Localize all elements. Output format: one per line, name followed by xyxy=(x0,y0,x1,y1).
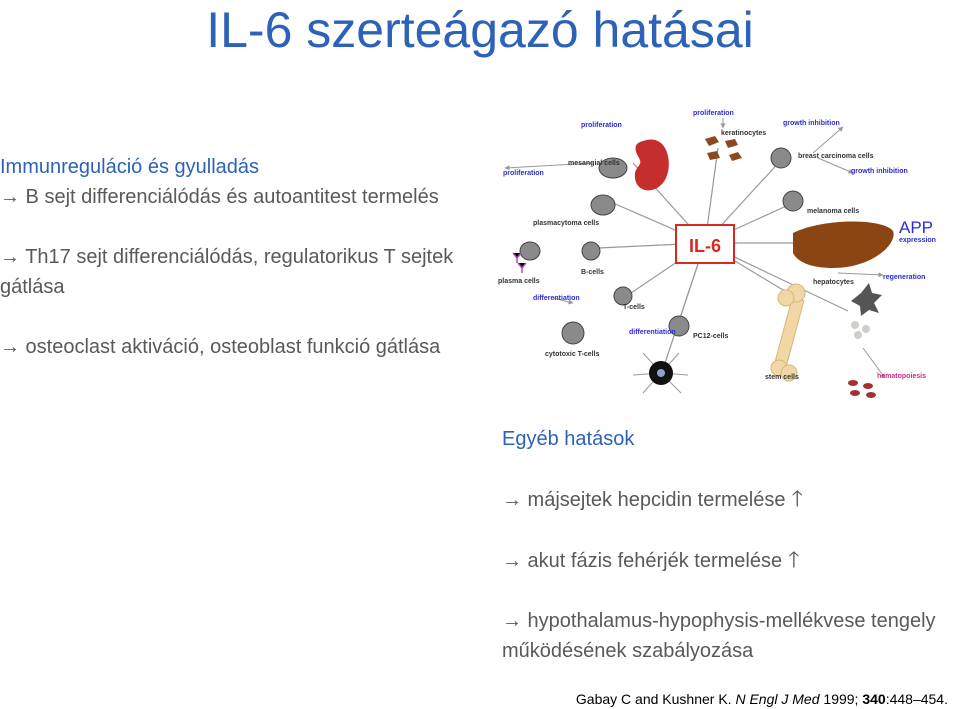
label-proliferation-left: proliferation xyxy=(503,170,544,177)
label-app: APP xyxy=(899,218,933,237)
pc12-cell-icon xyxy=(668,315,690,337)
citation-year: 1999; xyxy=(819,691,863,707)
plasmacytoma-cell-icon xyxy=(590,194,616,216)
label-growth-inhibition-2: growth inhibition xyxy=(851,168,908,175)
bullet-hpa-axis: → hypothalamus-hypophysis-mellékvese ten… xyxy=(502,610,936,662)
cytotoxic-t-cell-icon xyxy=(561,321,585,345)
citation-journal: N Engl J Med xyxy=(735,691,820,707)
kidney-icon xyxy=(634,139,669,191)
citation-pages: :448–454. xyxy=(885,691,948,707)
label-proliferation-top-left: proliferation xyxy=(581,122,622,129)
immunoregulation-heading: Immunreguláció és gyulladás xyxy=(0,156,260,178)
bone-icon xyxy=(770,283,806,382)
citation-authors: Gabay C and Kushner K. xyxy=(575,691,736,707)
other-effects-heading: Egyéb hatások xyxy=(502,428,635,450)
label-pc12: PC12-cells xyxy=(693,333,729,340)
up-arrow-icon: 🡑 xyxy=(791,486,803,511)
breast-carcinoma-cell-icon xyxy=(770,147,792,169)
il6-center-label: IL-6 xyxy=(689,236,721,256)
label-hepatocytes: hepatocytes xyxy=(813,279,854,286)
plasma-cell-icon xyxy=(519,241,541,261)
bullet-acute-phase: → akut fázis fehérjék termelése🡑 xyxy=(502,545,952,576)
label-melanoma: melanoma cells xyxy=(807,208,859,215)
antibody-icon xyxy=(512,252,527,273)
bullet-hepcidin-text: → májsejtek hepcidin termelése xyxy=(502,489,786,511)
up-arrow-icon: 🡑 xyxy=(788,547,800,572)
label-keratinocytes: keratinocytes xyxy=(721,130,766,137)
hematopoiesis-cells-icon xyxy=(848,321,876,398)
bullet-acute-phase-text: → akut fázis fehérjék termelése xyxy=(502,550,783,572)
label-cytotoxic: cytotoxic T-cells xyxy=(545,351,600,358)
label-stem-cells: stem cells xyxy=(765,374,799,381)
left-column: Immunreguláció és gyulladás → B sejt dif… xyxy=(0,152,480,362)
citation: Gabay C and Kushner K. N Engl J Med 1999… xyxy=(576,691,948,707)
label-plasmacytoma: plasmacytoma cells xyxy=(533,220,599,227)
il6-center-box xyxy=(675,224,735,264)
bullet-hepcidin: → májsejtek hepcidin termelése🡑 xyxy=(502,484,952,515)
melanoma-cell-icon xyxy=(782,190,804,212)
mesangial-cell-icon xyxy=(598,157,628,179)
liver-icon xyxy=(793,221,894,268)
label-proliferation-top: proliferation xyxy=(693,110,734,117)
citation-volume: 340 xyxy=(862,691,886,707)
label-app-expression: expression xyxy=(899,237,936,244)
right-column: Egyéb hatások → májsejtek hepcidin terme… xyxy=(502,424,952,666)
bullet-b-cell: → B sejt differenciálódás és autoantites… xyxy=(0,186,439,208)
bullet-osteoclast: → osteoclast aktiváció, osteoblast funkc… xyxy=(0,336,441,358)
label-differentiation-1: differentiation xyxy=(533,295,580,302)
label-plasma-cells: plasma cells xyxy=(498,278,540,285)
label-t-cells: T-cells xyxy=(623,304,645,311)
label-mesangial: mesangial cells xyxy=(568,160,620,167)
label-breast-carcinoma: breast carcinoma cells xyxy=(798,153,874,160)
t-cell-icon xyxy=(613,286,633,306)
page-title: IL-6 szerteágazó hatásai xyxy=(206,2,754,58)
keratinocytes-icon xyxy=(705,136,742,161)
label-growth-inhibition-1: growth inhibition xyxy=(783,120,840,127)
label-differentiation-2: differentiation xyxy=(629,329,676,336)
bullet-th17: → Th17 sejt differenciálódás, regulatori… xyxy=(0,246,454,298)
label-regeneration: regeneration xyxy=(883,274,925,281)
label-hematopoiesis: hematopoiesis xyxy=(877,373,926,380)
label-b-cells: B-cells xyxy=(581,269,604,276)
neuron-icon xyxy=(632,352,689,394)
macrophage-icon xyxy=(851,283,882,316)
b-cell-icon xyxy=(581,241,601,261)
il6-effects-diagram: IL-6 xyxy=(498,110,936,398)
